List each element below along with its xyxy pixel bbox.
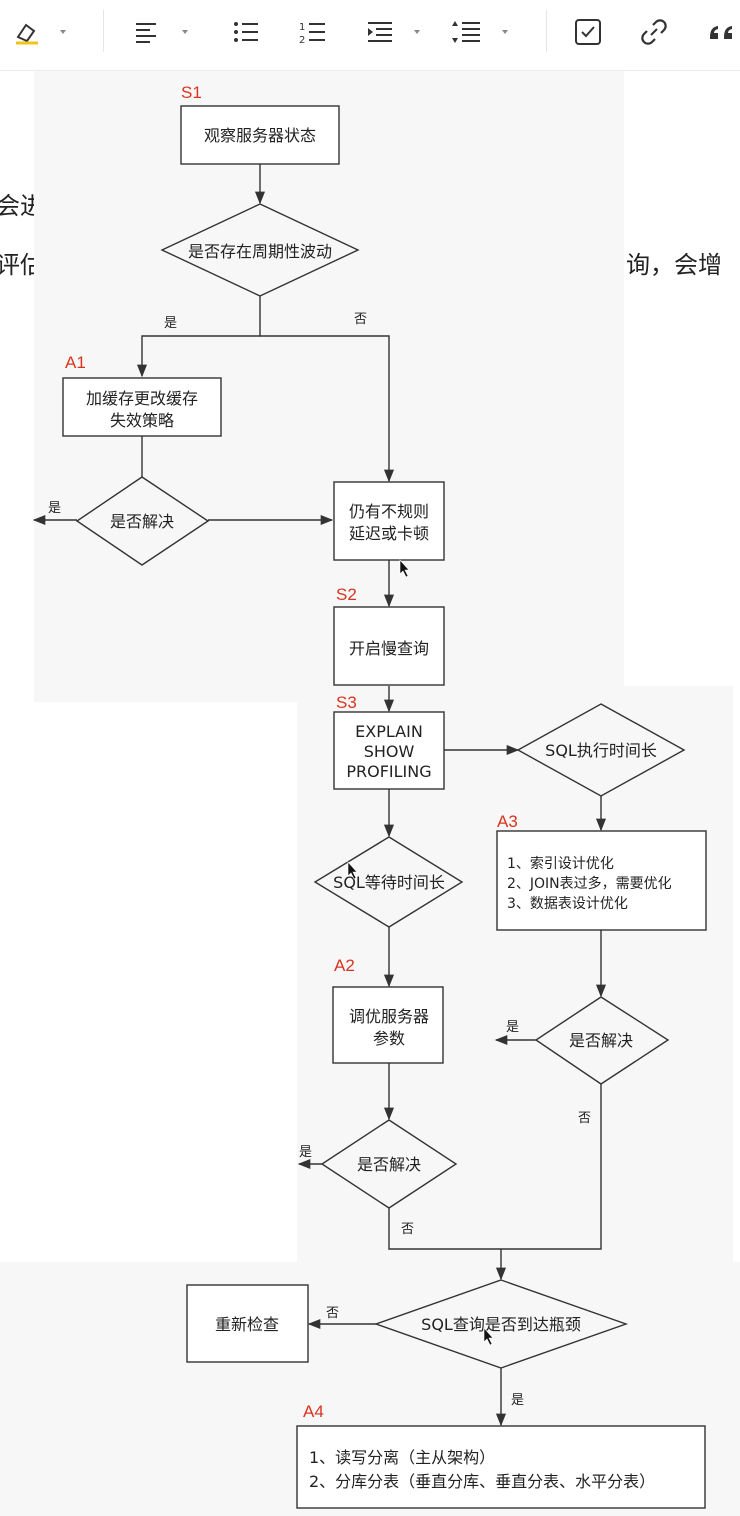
node-sql-wait-decision [313,836,464,928]
text-a3-1: 1、索引设计优化 [507,855,614,872]
node-bottleneck-decision [373,1279,629,1369]
quote-button[interactable] [706,14,740,50]
text-a3-3: 3、数据表设计优化 [507,896,628,912]
edge-label-yes: 是 [511,1393,524,1408]
node-irregular-latency [333,481,445,561]
editor-toolbar: 1 2 [0,0,740,71]
node-slow-query [333,606,445,686]
text-resolved-a1: 是否解决 [110,512,174,531]
node-a4-scale [296,1425,706,1509]
text-resolved-a2: 是否解决 [357,1155,421,1174]
node-a3-optimize [496,830,707,931]
node-a3-resolved [534,996,670,1085]
edge-label-no: 否 [326,1306,339,1321]
line-spacing-button[interactable] [450,14,520,50]
edge-label-yes: 是 [506,1020,519,1035]
step-label-a1: A1 [65,353,86,372]
doc-text-fragment: 询，会增 [626,251,722,279]
node-a2-tune [332,986,444,1064]
step-label-a3: A3 [497,812,518,831]
step-label-s3: S3 [336,693,357,712]
edge-label-no: 否 [401,1222,414,1237]
text-observe: 观察服务器状态 [204,126,316,145]
text-sql-exec: SQL执行时间长 [545,741,657,760]
text-bottleneck: SQL查询是否到达瓶颈 [421,1315,581,1334]
highlight-icon [16,23,66,45]
text-a3-2: 2、JOIN表过多，需要优化 [507,875,672,892]
node-observe-server [180,105,340,165]
link-button[interactable] [638,14,670,50]
node-a1-cache [62,377,222,437]
node-recheck [186,1284,309,1363]
align-left-icon [136,23,188,43]
edge-label-yes: 是 [164,316,177,331]
step-label-a2: A2 [334,956,355,975]
text-a4-1: 1、读写分离（主从架构） [309,1448,495,1467]
text-cache-1: 加缓存更改缓存 [86,389,198,408]
bullet-list-icon [234,22,258,42]
node-sql-exec-decision [516,703,686,797]
text-slowlog: 开启慢查询 [349,639,429,658]
text-resolved-a3: 是否解决 [569,1031,633,1050]
text-explain-3: PROFILING [346,762,431,781]
svg-text:1: 1 [299,22,305,33]
indent-icon [368,22,420,42]
node-a1-resolved [75,476,210,566]
indent-button[interactable] [364,14,434,50]
bullet-list-button[interactable] [230,14,262,50]
edge-label-yes: 是 [299,1145,312,1160]
text-sql-wait: SQL等待时间长 [333,873,445,892]
text-cache-2: 失效策略 [110,411,174,430]
text-tune-1: 调优服务器 [349,1007,429,1026]
quote-icon [710,26,732,39]
step-label-s2: S2 [336,585,357,604]
link-icon [641,19,667,45]
edge-label-no: 否 [578,1111,591,1126]
text-irregular-1: 仍有不规则 [349,502,429,521]
node-explain [333,711,445,790]
edge-label-yes: 是 [48,501,61,516]
text-periodic: 是否存在周期性波动 [188,242,332,261]
text-explain-2: SHOW [364,742,415,761]
svg-text:2: 2 [299,35,305,46]
text-recheck: 重新检查 [215,1315,279,1334]
align-button[interactable] [132,14,202,50]
task-list-button[interactable] [572,14,604,50]
node-periodic-decision [160,203,360,297]
numbered-list-button[interactable]: 1 2 [296,14,328,50]
text-a4-2: 2、分库分表（垂直分库、垂直分表、水平分表） [309,1472,655,1491]
highlight-button[interactable] [10,14,74,50]
line-spacing-icon [452,21,508,43]
checkbox-icon [575,19,601,45]
step-label-a4: A4 [303,1402,324,1421]
step-label-s1: S1 [181,83,202,102]
mouse-cursor-icon [347,861,358,880]
edge-label-no: 否 [354,312,367,327]
text-explain-1: EXPLAIN [355,722,423,741]
numbered-list-icon: 1 2 [299,22,325,46]
mouse-cursor-icon [399,559,410,578]
text-irregular-2: 延迟或卡顿 [349,524,429,543]
node-a2-resolved [320,1119,458,1209]
text-tune-2: 参数 [373,1029,405,1048]
mouse-cursor-icon [483,1327,494,1346]
